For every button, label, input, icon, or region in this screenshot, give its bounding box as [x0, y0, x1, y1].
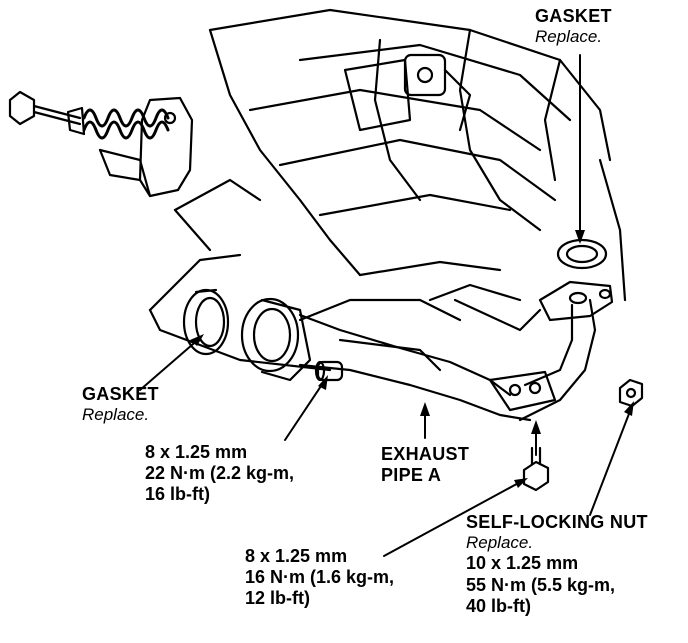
self-locking-nut	[618, 378, 644, 408]
callout-gasket-left: GASKET Replace.	[82, 384, 159, 425]
self-locking-nut-torque-lbft: 40 lb-ft)	[466, 595, 531, 616]
gasket-left-note: Replace.	[82, 405, 150, 425]
self-locking-nut-size: 10 x 1.25 mm	[466, 553, 579, 574]
engine-block	[148, 8, 627, 372]
gasket-left-title: GASKET	[82, 384, 159, 404]
callout-bolt-bracket: 8 x 1.25 mm 16 N·m (1.6 kg-m, 12 lb-ft)	[245, 546, 394, 610]
gasket-top	[556, 238, 608, 270]
self-locking-nut-note: Replace.	[466, 533, 534, 553]
bolt-bracket-size: 8 x 1.25 mm	[245, 546, 348, 566]
bracket-bolt	[522, 446, 550, 492]
spring-bolt-assembly	[8, 90, 194, 198]
callout-exhaust-pipe: EXHAUST PIPE A	[381, 444, 469, 486]
callout-bolt-flange: 8 x 1.25 mm 22 N·m (2.2 kg-m, 16 lb-ft)	[145, 442, 294, 506]
exhaust-pipe-a	[240, 280, 614, 422]
leader-arrowheads	[190, 230, 634, 488]
bolt-bracket-torque: 16 N·m (1.6 kg-m,	[245, 567, 395, 588]
bolt-flange-size: 8 x 1.25 mm	[145, 442, 248, 462]
self-locking-nut-title: SELF-LOCKING NUT	[466, 512, 648, 532]
self-locking-nut-torque: 55 N·m (5.5 kg-m,	[466, 574, 616, 595]
gasket-top-title: GASKET	[535, 6, 612, 26]
gasket-top-note: Replace.	[535, 27, 603, 47]
gasket-left	[182, 288, 230, 356]
bolt-flange-torque: 22 N·m (2.2 kg-m,	[145, 463, 295, 484]
bolt-flange-torque-lbft: 16 lb-ft)	[145, 484, 210, 505]
bolt-bracket-torque-lbft: 12 lb-ft)	[245, 588, 310, 609]
callout-gasket-top: GASKET Replace.	[535, 6, 612, 47]
exhaust-pipe-label-2: PIPE A	[381, 465, 442, 486]
callout-self-locking-nut: SELF-LOCKING NUT Replace. 10 x 1.25 mm 5…	[466, 512, 648, 617]
exhaust-pipe-label-1: EXHAUST	[381, 444, 470, 464]
